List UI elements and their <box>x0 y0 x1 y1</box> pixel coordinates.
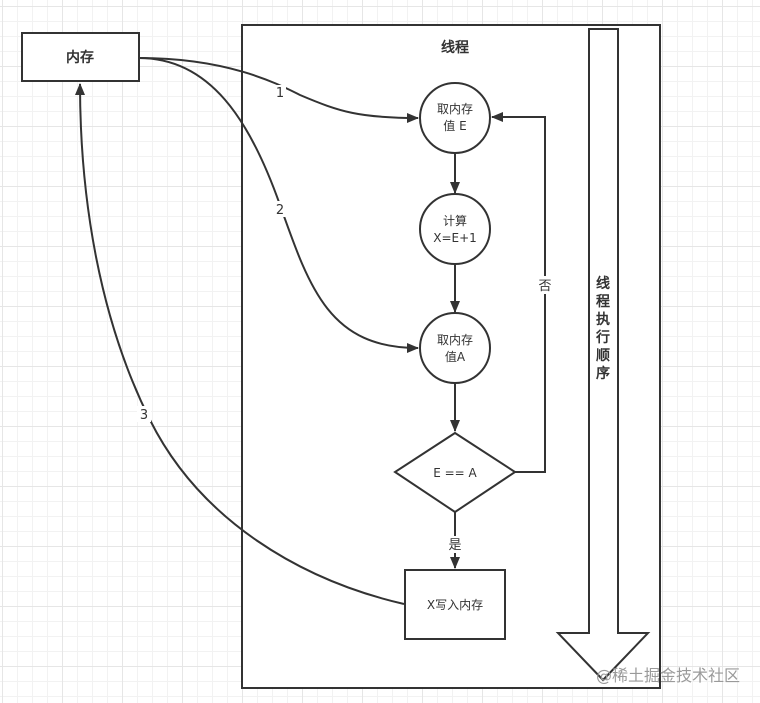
thread-title: 线程 <box>441 39 469 56</box>
node-read-a-line2: 值A <box>445 349 466 364</box>
svg-text:行: 行 <box>595 329 610 346</box>
svg-text:序: 序 <box>596 365 610 382</box>
edge-step1-label: 1 <box>276 86 284 101</box>
execution-order-arrow <box>555 28 651 682</box>
edge-yes-label: 是 <box>448 538 461 553</box>
node-read-a-line1: 取内存 <box>437 333 473 347</box>
node-compute-line2: X=E+1 <box>433 231 477 245</box>
edge-no-label: 否 <box>538 279 551 294</box>
edge-step1 <box>138 57 419 123</box>
memory-box-label: 内存 <box>66 49 94 66</box>
svg-text:程: 程 <box>596 294 610 310</box>
svg-text:线: 线 <box>596 275 610 292</box>
node-read-e-line2: 值 E <box>443 118 466 133</box>
svg-text:执: 执 <box>596 311 610 328</box>
node-write[interactable] <box>404 569 506 640</box>
execution-order-label: 线 程 执 行 顺 序 <box>595 275 610 382</box>
edge-step3-label: 3 <box>140 408 148 423</box>
edge-step2-label: 2 <box>276 203 284 218</box>
node-write-label: X写入内存 <box>427 598 483 612</box>
memory-box[interactable] <box>21 32 140 82</box>
edge-no-loop <box>491 112 546 473</box>
node-read-a[interactable] <box>419 312 491 384</box>
node-compute[interactable] <box>419 193 491 265</box>
node-decision-label: E == A <box>433 466 477 480</box>
node-read-e[interactable] <box>419 82 491 154</box>
watermark: @稀土掘金技术社区 <box>596 666 740 685</box>
node-compute-line1: 计算 <box>443 213 467 228</box>
node-read-e-line1: 取内存 <box>437 102 473 116</box>
svg-text:顺: 顺 <box>596 348 610 364</box>
